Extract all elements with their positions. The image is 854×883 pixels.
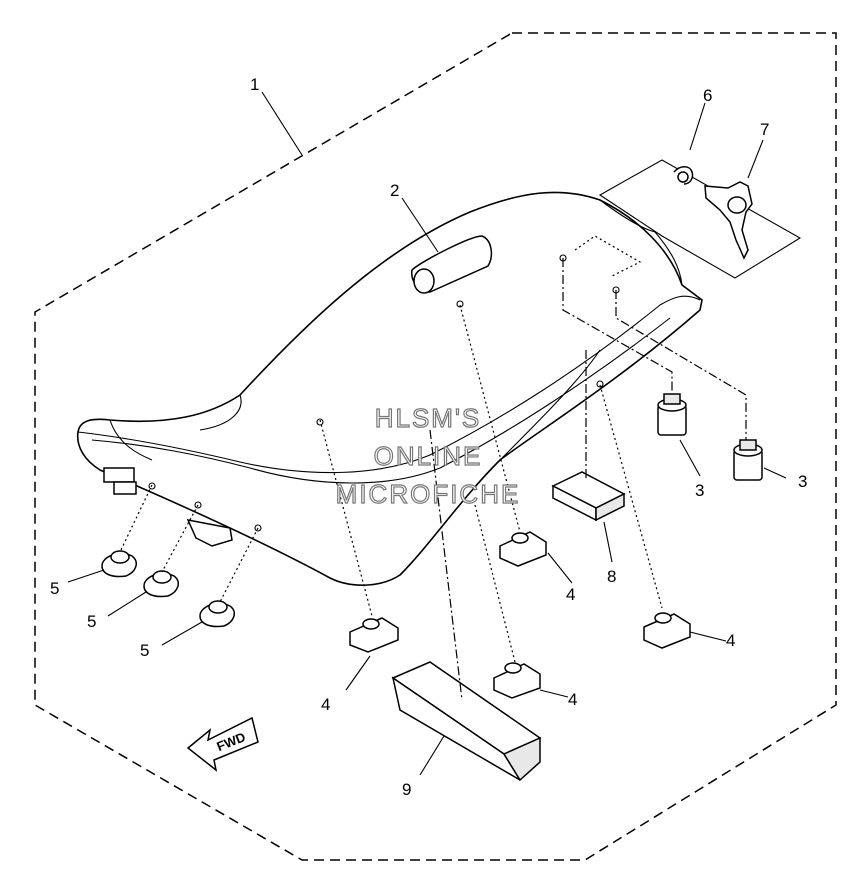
fwd-arrow-icon: FWD <box>186 716 259 772</box>
part-4-bracket-d <box>643 612 727 649</box>
watermark-line-3: MICROFICHE <box>336 479 521 509</box>
projection-lines <box>119 235 747 701</box>
callout-labels: 1 2 3 3 4 4 4 4 5 5 5 6 7 8 9 <box>50 75 807 799</box>
callout-3a: 3 <box>695 481 704 500</box>
callout-5a: 5 <box>50 579 59 598</box>
callout-5c: 5 <box>140 641 149 660</box>
leader-1 <box>261 91 303 156</box>
callout-4d: 4 <box>321 695 330 714</box>
callout-4c: 4 <box>568 690 577 709</box>
part-4-bracket-b <box>499 531 573 584</box>
callout-3b: 3 <box>798 472 807 491</box>
part-5-grommet-c <box>161 600 235 646</box>
callout-6: 6 <box>703 86 712 105</box>
assembly-boundary <box>34 32 837 861</box>
callout-4a: 4 <box>566 585 575 604</box>
part-9-foam-block <box>391 661 542 782</box>
part-5-grommet-b <box>107 570 179 617</box>
part-3-damper-b <box>733 439 787 481</box>
part-4-bracket-a <box>345 617 399 691</box>
part-5-grommet-a <box>67 550 137 583</box>
seat-body <box>76 191 703 586</box>
callout-1: 1 <box>250 75 259 94</box>
callout-4b: 4 <box>726 631 735 650</box>
part-8-pad <box>551 471 626 563</box>
callout-2: 2 <box>390 181 399 200</box>
callout-7: 7 <box>760 120 769 139</box>
watermark-line-1: HLSM'S <box>375 403 482 433</box>
part-6-7-lock <box>598 102 802 279</box>
watermark-line-2: ONLINE <box>374 441 483 471</box>
callout-9: 9 <box>402 780 411 799</box>
part-2-strap <box>401 197 493 294</box>
part-4-bracket-c <box>493 662 569 699</box>
watermark: HLSM'S ONLINE MICROFICHE <box>335 402 521 509</box>
part-3-damper-a <box>657 393 701 477</box>
callout-5b: 5 <box>87 612 96 631</box>
callout-8: 8 <box>607 567 616 586</box>
